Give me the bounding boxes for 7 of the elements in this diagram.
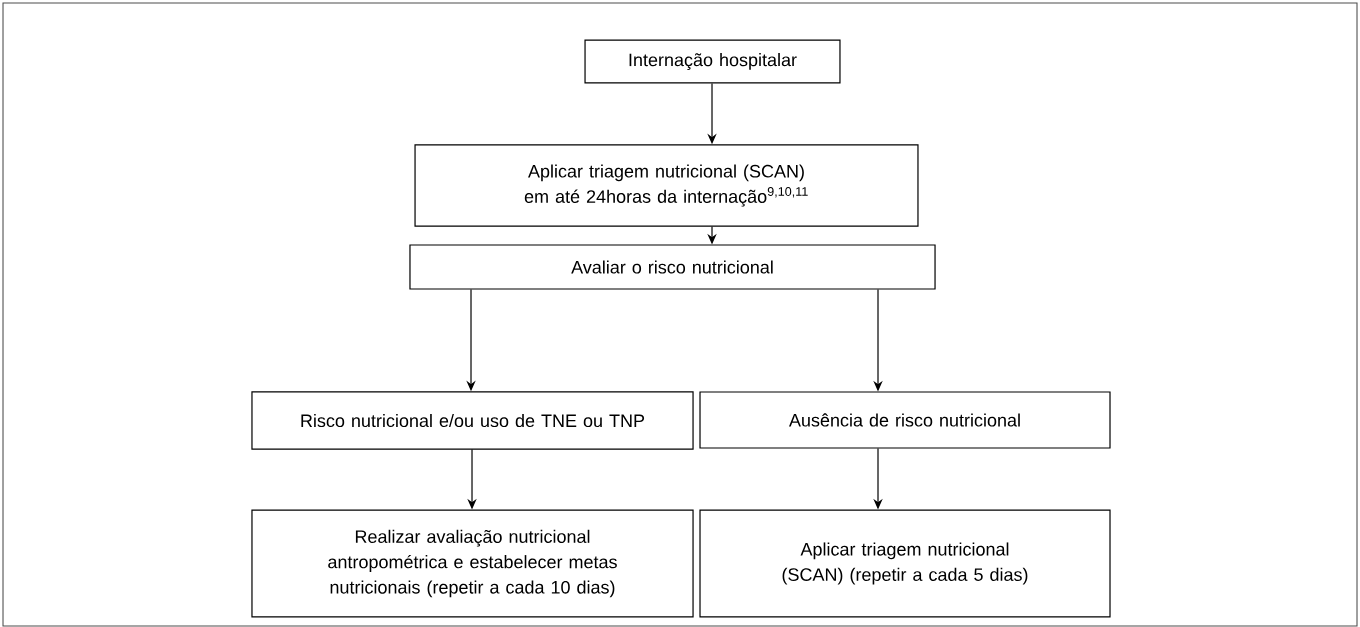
process-box: Avaliar o risco nutricional: [409, 244, 936, 290]
process-box: Internação hospitalar: [584, 39, 841, 84]
process-box: Aplicar triagem nutricional (SCAN) em até 24horas da internação$^{9,10,11}$: [414, 144, 919, 227]
process-box: Ausência de risco nutricional: [699, 391, 1111, 449]
process-box: Realizar avaliação nutricional antropométrica e estabelecer metas nutricionais (repetir a cada 10 dias): [251, 509, 694, 618]
process-box: Aplicar triagem nutricional (SCAN) (repetir a cada 5 dias): [699, 509, 1111, 618]
process-box: Risco nutricional e/ou uso de TNE ou TNP: [251, 391, 694, 450]
